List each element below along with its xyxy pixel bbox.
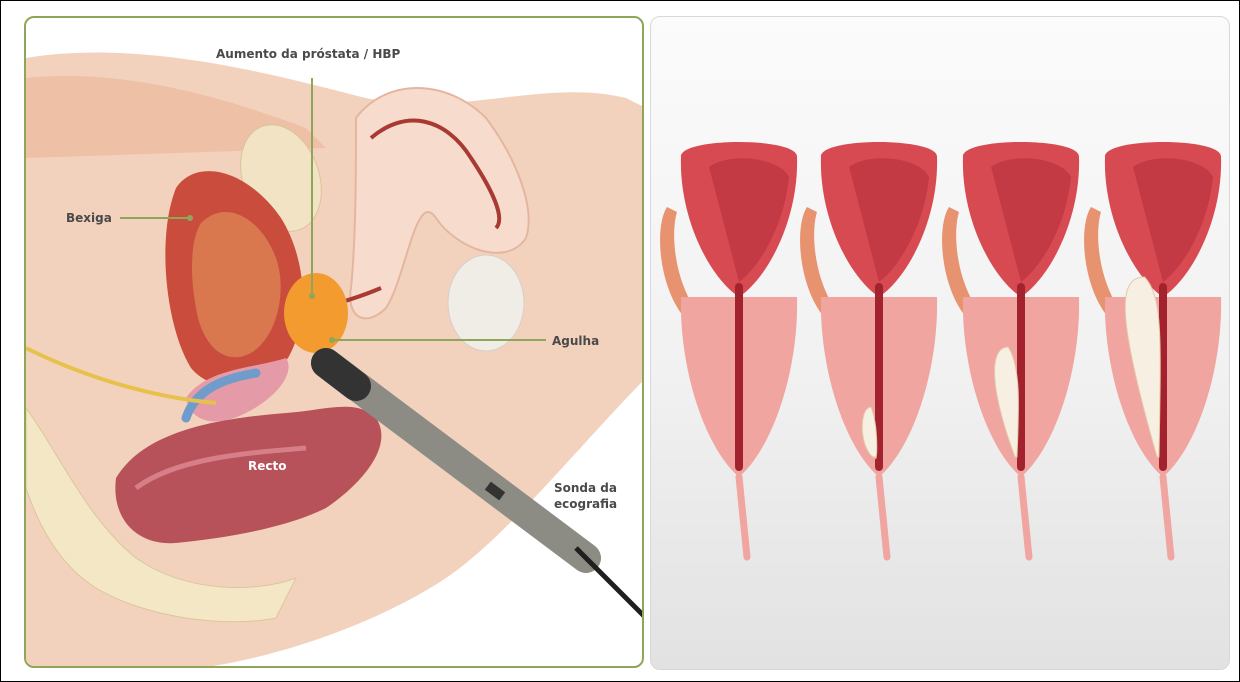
anatomy-illustration-panel: Aumento da próstata / HBP Bexiga Agulha … <box>24 16 644 668</box>
prostate-stages-panel <box>650 16 1230 670</box>
probe-tip <box>326 363 356 386</box>
stage-2-lower-urethra <box>879 477 887 557</box>
label-bladder: Bexiga <box>66 211 112 225</box>
label-probe-line2: ecografia <box>554 497 617 511</box>
needle-leader-dot <box>329 337 335 343</box>
label-probe-line1: Sonda da <box>554 481 617 495</box>
stage-1-lower-urethra <box>739 477 747 557</box>
anatomy-illustration: Aumento da próstata / HBP Bexiga Agulha … <box>26 18 644 668</box>
prostate-leader-dot <box>309 293 315 299</box>
label-rectum: Recto <box>248 459 286 473</box>
prostate-stages-illustration <box>651 17 1230 670</box>
stage-3-lower-urethra <box>1021 477 1029 557</box>
stage-4-lower-urethra <box>1163 477 1171 557</box>
label-needle: Agulha <box>552 334 599 348</box>
probe-cable <box>576 548 644 618</box>
testicle <box>448 255 524 351</box>
label-prostate: Aumento da próstata / HBP <box>216 47 401 61</box>
bladder-leader-dot <box>187 215 193 221</box>
